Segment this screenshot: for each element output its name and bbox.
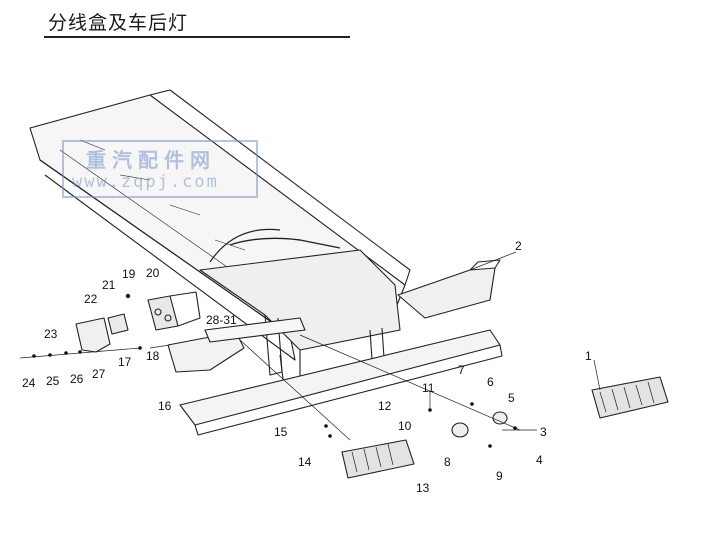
watermark-url: www.zqpj.com — [72, 172, 219, 192]
callout-4: 4 — [536, 453, 543, 467]
callout-2: 2 — [515, 239, 522, 253]
part-20-junction-box — [147, 291, 201, 331]
callout-6: 6 — [487, 375, 494, 389]
part-22 — [107, 313, 129, 335]
cross-member — [199, 228, 401, 396]
callout-5: 5 — [508, 391, 515, 405]
callout-3: 3 — [540, 425, 547, 439]
callout-19: 19 — [122, 267, 136, 281]
callout-23: 23 — [44, 327, 58, 341]
part-1-rear-lamp — [591, 376, 669, 419]
watermark-cn: 重汽配件网 — [86, 148, 216, 172]
callout-14: 14 — [298, 455, 312, 469]
callout-1: 1 — [585, 349, 592, 363]
callout-labels: 1 2 3 4 5 6 7 8 9 10 11 12 13 14 15 16 1… — [22, 239, 592, 495]
watermark-box: 重汽配件网 www.zqpj.com — [62, 140, 258, 198]
callout-8: 8 — [444, 455, 451, 469]
callout-26: 26 — [70, 372, 84, 386]
callout-10: 10 — [398, 419, 412, 433]
callout-9: 9 — [496, 469, 503, 483]
callout-24: 24 — [22, 376, 36, 390]
part-2-bracket — [397, 259, 501, 319]
callout-7: 7 — [458, 363, 465, 377]
callout-21: 21 — [102, 278, 116, 292]
part-8-socket — [451, 422, 469, 438]
callout-22: 22 — [84, 292, 98, 306]
callout-13: 13 — [416, 481, 430, 495]
part-13-rear-lamp — [341, 439, 415, 479]
callout-18: 18 — [146, 349, 160, 363]
fastener-dots — [32, 293, 517, 448]
callout-15: 15 — [274, 425, 288, 439]
callout-16: 16 — [158, 399, 172, 413]
title-underline — [44, 36, 350, 38]
callout-27: 27 — [92, 367, 106, 381]
part-23-bracket — [75, 317, 111, 353]
part-5-socket — [492, 411, 508, 425]
part-28-31-bracket — [204, 317, 306, 343]
callout-12: 12 — [378, 399, 392, 413]
callout-11: 11 — [422, 381, 435, 395]
rear-bumper-beam — [179, 329, 503, 436]
callout-20: 20 — [146, 266, 160, 280]
callout-28-31: 28-31 — [206, 313, 237, 327]
callout-25: 25 — [46, 374, 60, 388]
callout-17: 17 — [118, 355, 132, 369]
page-title: 分线盒及车后灯 — [48, 12, 189, 34]
